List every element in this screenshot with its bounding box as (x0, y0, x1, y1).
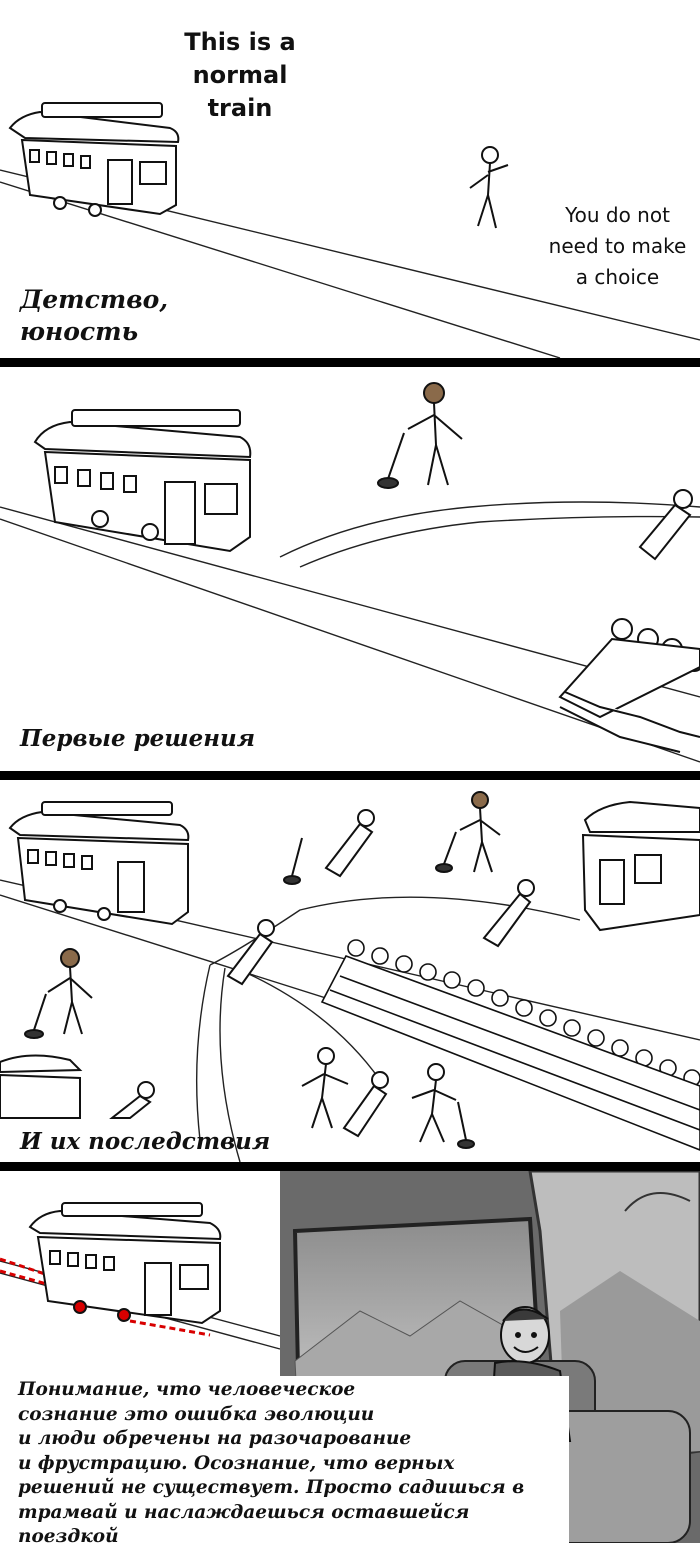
lever-man-icon (301, 1047, 475, 1149)
bound-person-icon (342, 1071, 389, 1138)
panel-3-caption: И их последствия (20, 1128, 271, 1155)
bound-person-icon (109, 809, 535, 1119)
tram-icon (8, 801, 190, 926)
panel-1-title: This is a normal train (184, 28, 296, 122)
lever-man-icon (435, 791, 501, 873)
comic-panel-2: Первые решения (0, 367, 700, 771)
comic-panel-3: И их последствия (0, 780, 700, 1162)
tram-icon (33, 409, 252, 553)
panel-4-caption: Понимание, что человеческое сознание это… (18, 1376, 569, 1543)
tram-icon (28, 1202, 222, 1325)
comic-panel-1: This is a normal train You do not need t… (0, 0, 700, 358)
panel-1-caption: Детство, юность (20, 285, 169, 346)
panel-1-drawing (0, 102, 700, 358)
panel-2-drawing (0, 382, 700, 763)
panel-1-note: You do not need to make a choice (548, 203, 687, 289)
bound-group-icon (320, 939, 700, 1151)
tram-icon (8, 102, 180, 217)
panel-3-drawing (0, 791, 700, 1162)
tram-icon (0, 1054, 83, 1119)
comic-panel-4: Понимание, что человеческое сознание это… (0, 1171, 700, 1543)
lever-man-icon (377, 382, 463, 489)
bound-person-icon (638, 489, 693, 561)
lever-man-icon (24, 948, 93, 1039)
lever-icon (283, 837, 303, 885)
person-icon (469, 146, 509, 229)
tram-icon (581, 800, 700, 932)
panel-2-caption: Первые решения (20, 725, 256, 752)
bound-group-icon (558, 618, 700, 753)
